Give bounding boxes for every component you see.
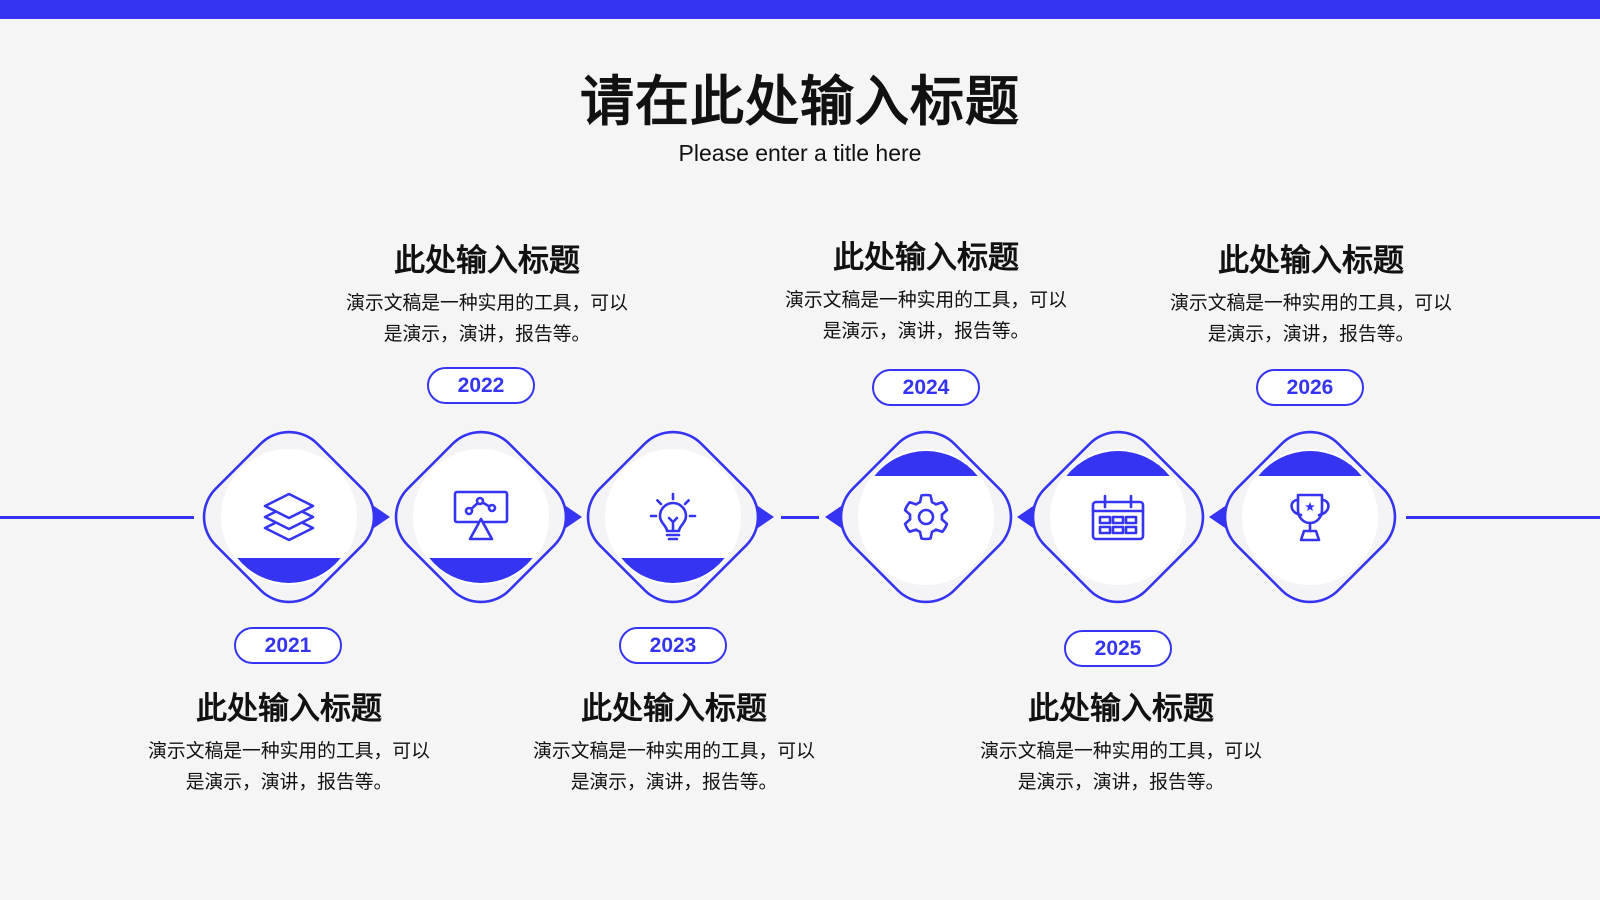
milestone-caption: 此处输入标题 演示文稿是一种实用的工具，可以 是演示，演讲，报告等。	[1161, 243, 1461, 349]
milestone-description: 演示文稿是一种实用的工具，可以 是演示，演讲，报告等。	[1161, 287, 1461, 349]
node-circle	[605, 449, 741, 585]
year-badge: 2024	[872, 369, 980, 406]
description-line: 是演示，演讲，报告等。	[383, 323, 591, 344]
node-circle	[858, 449, 994, 585]
year-badge: 2021	[234, 627, 342, 664]
description-line: 是演示，演讲，报告等。	[822, 320, 1030, 341]
page-subtitle: Please enter a title here	[678, 140, 922, 166]
milestone-heading: 此处输入标题	[581, 691, 767, 726]
milestone-caption: 此处输入标题 演示文稿是一种实用的工具，可以 是演示，演讲，报告等。	[776, 240, 1076, 346]
milestone-description: 演示文稿是一种实用的工具，可以 是演示，演讲，报告等。	[139, 735, 439, 797]
milestone-description: 演示文稿是一种实用的工具，可以 是演示，演讲，报告等。	[776, 284, 1076, 346]
milestone-caption: 此处输入标题 演示文稿是一种实用的工具，可以 是演示，演讲，报告等。	[139, 691, 439, 797]
milestone-caption: 此处输入标题 演示文稿是一种实用的工具，可以 是演示，演讲，报告等。	[524, 691, 824, 797]
accent-segment	[429, 558, 533, 583]
milestone-heading: 此处输入标题	[394, 243, 580, 278]
description-line: 演示文稿是一种实用的工具，可以	[148, 740, 430, 761]
timeline-node	[202, 430, 390, 604]
calendar-icon	[1091, 494, 1145, 541]
accent-segment	[1066, 451, 1170, 476]
timeline-line-left	[0, 516, 194, 519]
accent-segment	[874, 451, 978, 476]
timeline-line-right	[1406, 516, 1600, 519]
node-circle	[413, 449, 549, 585]
accent-segment	[237, 558, 341, 583]
description-line: 演示文稿是一种实用的工具，可以	[1170, 292, 1452, 313]
milestone-caption: 此处输入标题 演示文稿是一种实用的工具，可以 是演示，演讲，报告等。	[971, 691, 1271, 797]
top-accent-bar	[0, 0, 1600, 19]
accent-segment	[621, 558, 725, 583]
milestone-description: 演示文稿是一种实用的工具，可以 是演示，演讲，报告等。	[337, 287, 637, 349]
timeline-node	[1017, 430, 1205, 604]
lightbulb-icon	[649, 492, 697, 541]
page-title: 请在此处输入标题	[580, 72, 1020, 132]
description-line: 是演示，演讲，报告等。	[1017, 771, 1225, 792]
milestone-description: 演示文稿是一种实用的工具，可以 是演示，演讲，报告等。	[971, 735, 1271, 797]
node-circle	[1242, 449, 1378, 585]
milestone-caption: 此处输入标题 演示文稿是一种实用的工具，可以 是演示，演讲，报告等。	[337, 243, 637, 349]
star-icon	[1305, 502, 1315, 512]
description-line: 演示文稿是一种实用的工具，可以	[785, 289, 1067, 310]
timeline-node	[586, 430, 774, 604]
year-badge: 2022	[427, 367, 535, 404]
description-line: 是演示，演讲，报告等。	[570, 771, 778, 792]
trophy-icon	[1290, 493, 1330, 542]
description-line: 演示文稿是一种实用的工具，可以	[346, 292, 628, 313]
gear-icon	[903, 493, 949, 541]
description-line: 是演示，演讲，报告等。	[185, 771, 393, 792]
layers-icon	[263, 492, 315, 542]
timeline-node	[1209, 430, 1397, 604]
timeline-node	[394, 430, 582, 604]
milestone-heading: 此处输入标题	[196, 691, 382, 726]
description-line: 演示文稿是一种实用的工具，可以	[533, 740, 815, 761]
year-badge: 2026	[1256, 369, 1364, 406]
year-badge: 2023	[619, 627, 727, 664]
accent-segment	[1258, 451, 1362, 476]
description-line: 演示文稿是一种实用的工具，可以	[980, 740, 1262, 761]
milestone-heading: 此处输入标题	[833, 240, 1019, 275]
timeline-node	[825, 430, 1013, 604]
presentation-board-icon	[453, 490, 509, 541]
year-badge: 2025	[1064, 630, 1172, 667]
milestone-heading: 此处输入标题	[1218, 243, 1404, 278]
timeline-line-middle	[781, 516, 819, 519]
description-line: 是演示，演讲，报告等。	[1207, 323, 1415, 344]
milestone-heading: 此处输入标题	[1028, 691, 1214, 726]
milestone-description: 演示文稿是一种实用的工具，可以 是演示，演讲，报告等。	[524, 735, 824, 797]
